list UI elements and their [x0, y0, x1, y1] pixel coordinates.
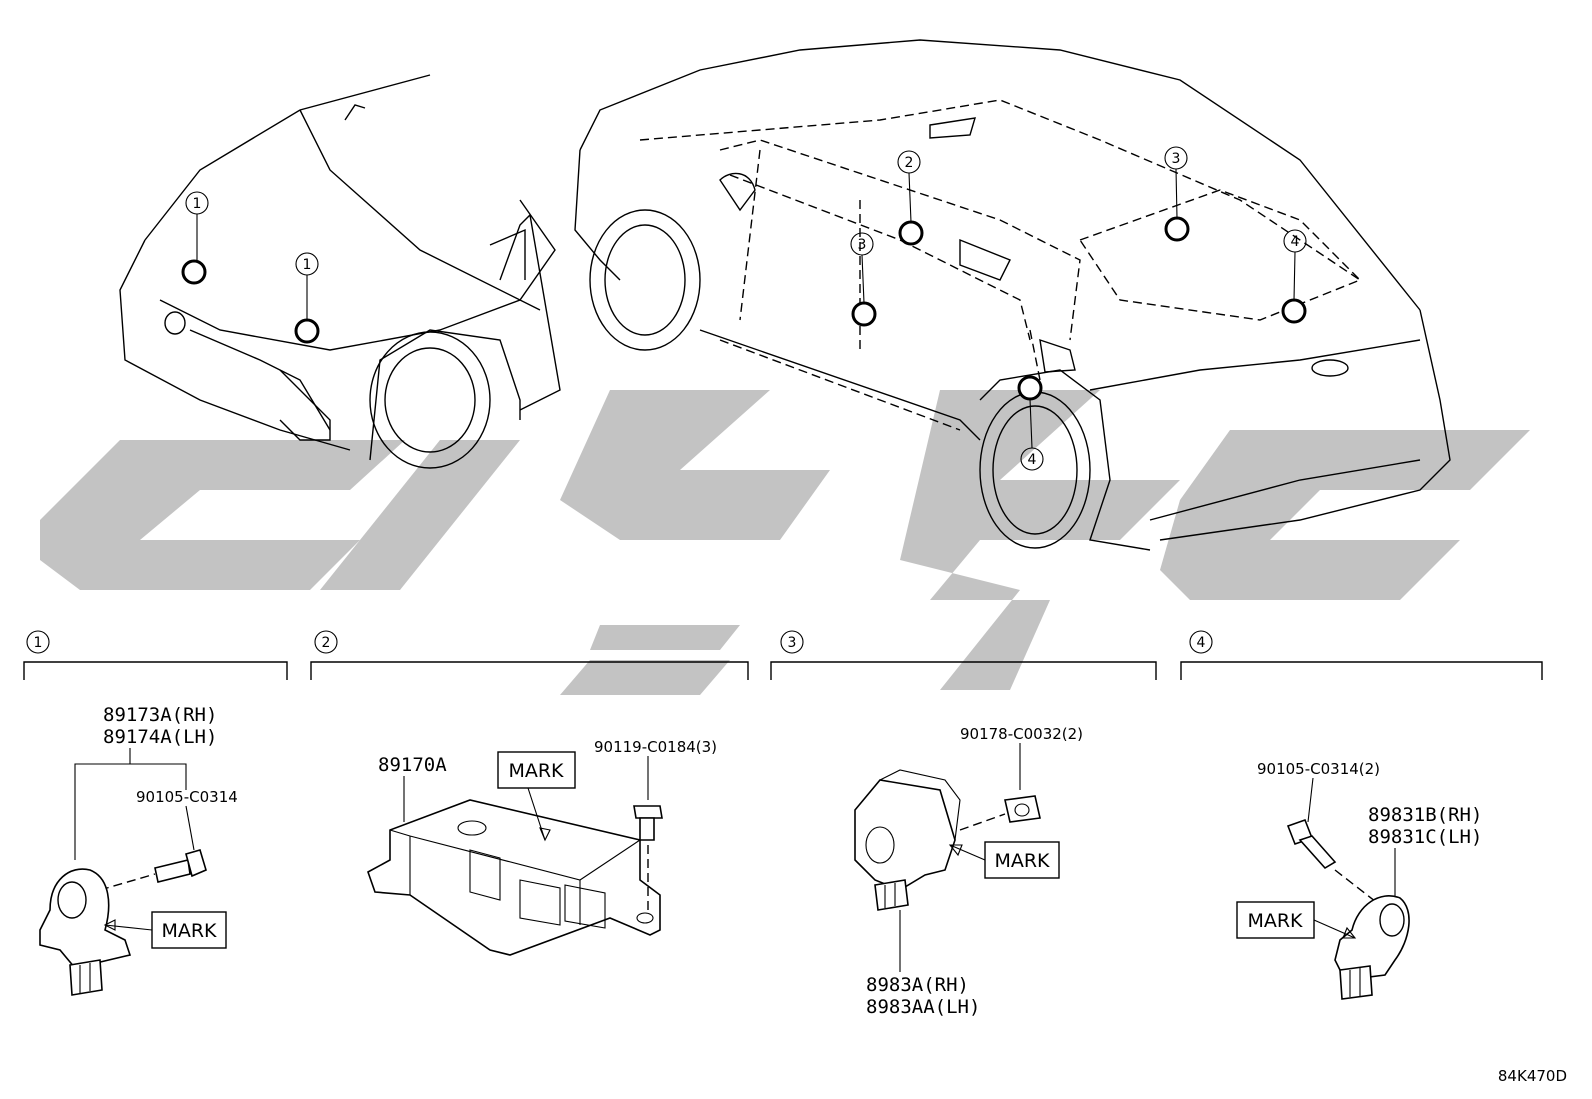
callout-2: 2	[905, 155, 914, 171]
diagram-code: 84K470D	[1498, 1067, 1567, 1085]
section-marker-1: 1	[34, 635, 43, 651]
part-number-8983AA: 8983AA(LH)	[866, 996, 980, 1018]
location-pins	[181, 216, 1307, 401]
bolt-number-90105-2: 90105-C0314(2)	[1257, 760, 1380, 778]
pin-1a	[181, 259, 207, 285]
bolt-icon	[154, 859, 191, 883]
nut-icon	[1004, 795, 1041, 823]
part-number-89170A: 89170A	[378, 754, 447, 776]
bolt-number-90119: 90119-C0184(3)	[594, 738, 717, 756]
section-4: 90105-C0314(2) 89831B(RH) 89831C(LH) MAR…	[1236, 760, 1482, 1000]
sedan-view	[574, 39, 1451, 551]
callout-3a: 3	[858, 237, 867, 253]
side-sensor-icon	[854, 779, 956, 891]
pin-1b	[294, 318, 320, 344]
watermark-logo	[40, 390, 1530, 695]
pin-4a	[1281, 298, 1307, 324]
section-headers: 1 2 3 4	[23, 630, 1543, 680]
section-bracket-1	[23, 661, 288, 680]
mark-box-3	[984, 841, 1060, 879]
pin-3a	[851, 301, 877, 327]
callout-4b: 4	[1028, 452, 1037, 468]
part-number-89831B: 89831B(RH)	[1368, 804, 1482, 826]
car-callouts: 1 1 2 3 3 4 4	[185, 146, 1307, 471]
part-number-89174A: 89174A(LH)	[103, 726, 217, 748]
section-3: 90178-C0032(2) 8983A(RH) 8983AA(LH) MARK	[854, 725, 1083, 1018]
bolt-number-90105: 90105-C0314	[136, 788, 238, 806]
mark-label-1: MARK	[161, 920, 217, 942]
section-bracket-4	[1180, 661, 1543, 680]
callout-4a: 4	[1291, 234, 1300, 250]
bolt-icon-2	[633, 805, 663, 819]
pin-2	[898, 220, 924, 246]
callout-3b: 3	[1172, 151, 1181, 167]
callout-1b: 1	[303, 257, 312, 273]
mark-label-3: MARK	[994, 850, 1050, 872]
part-number-89173A: 89173A(RH)	[103, 704, 217, 726]
mark-box-2	[497, 751, 576, 789]
section-2: 89170A MARK 90119-C0184(3)	[367, 738, 717, 956]
callout-1a: 1	[193, 196, 202, 212]
front-car-view	[119, 74, 561, 469]
section-bracket-3	[770, 661, 1157, 680]
section-marker-2: 2	[322, 635, 331, 651]
mark-label-4: MARK	[1247, 910, 1303, 932]
part-number-8983A: 8983A(RH)	[866, 974, 969, 996]
mark-box-1	[151, 911, 227, 949]
section-marker-3: 3	[788, 635, 797, 651]
rear-sensor-icon	[1334, 895, 1410, 981]
part-number-89831C: 89831C(LH)	[1368, 826, 1482, 848]
airbag-ecu-icon	[367, 799, 661, 956]
section-1: 89173A(RH) 89174A(LH) 90105-C0314 MARK	[39, 704, 238, 996]
pin-4b	[1017, 375, 1043, 401]
section-bracket-2	[310, 661, 749, 680]
pin-3b	[1164, 216, 1190, 242]
section-marker-4: 4	[1197, 635, 1206, 651]
front-sensor-icon	[39, 868, 132, 969]
bolt-number-90178: 90178-C0032(2)	[960, 725, 1083, 743]
mark-label-2: MARK	[508, 760, 564, 782]
